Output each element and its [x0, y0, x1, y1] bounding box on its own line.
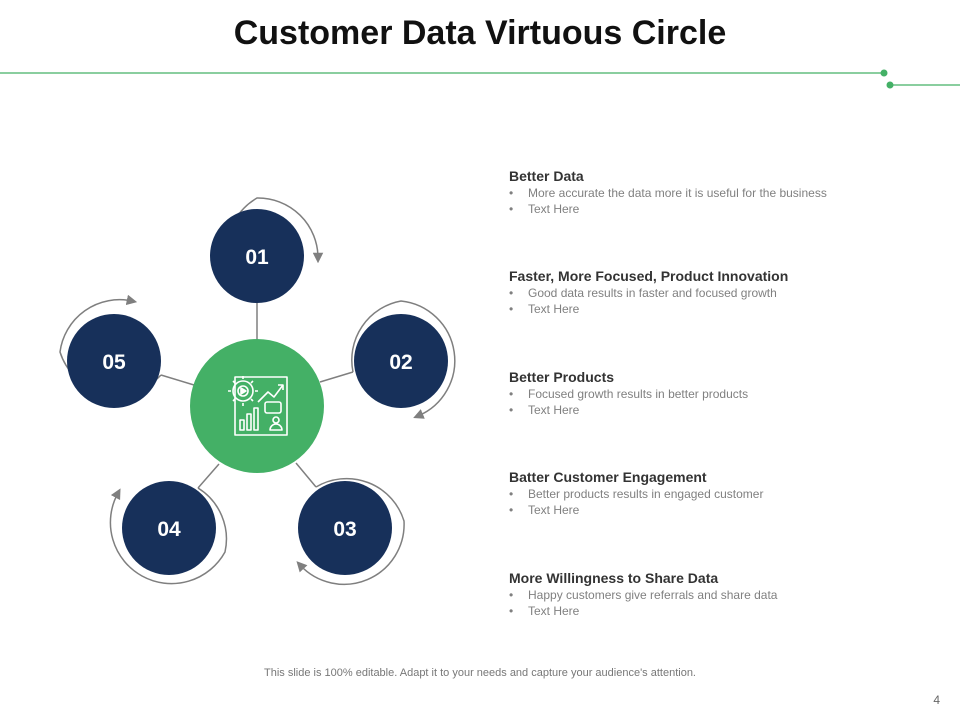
- step-item-04: Batter Customer Engagement Better produc…: [509, 469, 929, 518]
- spoke-05: [160, 374, 195, 386]
- icon-person-body: [269, 423, 283, 431]
- center-hub: [190, 339, 324, 473]
- step-bullet-01-b: Text Here: [509, 201, 929, 217]
- icon-play: [240, 387, 247, 395]
- center-circle: [190, 339, 324, 473]
- node-circle-03: [298, 481, 392, 575]
- step-bullet-01-a: More accurate the data more it is useful…: [509, 185, 929, 201]
- node-label-01: 01: [245, 246, 269, 269]
- step-bullet-04-b: Text Here: [509, 502, 929, 518]
- divider-dot-lower: [886, 81, 894, 89]
- icon-trend-arrow: [278, 384, 284, 390]
- node-label-02: 02: [389, 351, 412, 374]
- divider-dot-upper: [880, 69, 888, 77]
- step-item-02: Faster, More Focused, Product Innovation…: [509, 268, 929, 317]
- node-label-04: 04: [157, 518, 181, 541]
- step-item-01: Better Data More accurate the data more …: [509, 168, 929, 217]
- node-circle-04: [122, 481, 216, 575]
- icon-bar-3: [253, 407, 259, 431]
- step-title-03: Better Products: [509, 369, 615, 385]
- arc-arrow-02: [351, 300, 456, 419]
- node-circle-05: [67, 314, 161, 408]
- icon-chat-bubble: [264, 401, 282, 414]
- slide-title: Customer Data Virtuous Circle: [233, 14, 727, 52]
- step-title-01: Better Data: [509, 168, 584, 184]
- slide-footer-note: This slide is 100% editable. Adapt it to…: [264, 667, 696, 679]
- node-02: 02: [354, 314, 448, 408]
- step-item-03: Better Products Focused growth results i…: [509, 369, 929, 418]
- step-bullet-02-b: Text Here: [509, 301, 929, 317]
- spoke-03: [295, 462, 317, 488]
- icon-trend-line: [257, 384, 284, 403]
- node-04: 04: [122, 481, 216, 575]
- connector-spokes: [160, 302, 354, 489]
- icon-bar-2: [246, 413, 252, 431]
- node-03: 03: [298, 481, 392, 575]
- node-05: 05: [67, 314, 161, 408]
- step-bullet-05-b: Text Here: [509, 603, 929, 619]
- virtuous-circle-diagram: 01 02 03 04 05: [59, 197, 456, 586]
- step-bullet-03-b: Text Here: [509, 402, 929, 418]
- page-number: 4: [933, 693, 940, 707]
- spoke-04: [197, 463, 220, 489]
- node-label-05: 05: [102, 351, 126, 374]
- step-bullet-05-a: Happy customers give referrals and share…: [509, 587, 929, 603]
- arc-arrow-04: [109, 487, 228, 585]
- node-label-03: 03: [333, 518, 356, 541]
- step-bullet-03-a: Focused growth results in better product…: [509, 386, 929, 402]
- icon-person-head: [272, 416, 280, 424]
- icon-gear-hub: [237, 385, 249, 397]
- icon-gear-teeth: [228, 376, 258, 406]
- node-01: 01: [210, 209, 304, 303]
- step-title-04: Batter Customer Engagement: [509, 469, 707, 485]
- icon-bar-1: [239, 419, 245, 431]
- step-title-02: Faster, More Focused, Product Innovation: [509, 268, 789, 284]
- step-title-05: More Willingness to Share Data: [509, 570, 719, 586]
- spoke-02: [319, 371, 354, 383]
- icon-frame: [234, 376, 288, 436]
- arc-arrow-03: [296, 477, 405, 586]
- node-circle-01: [210, 209, 304, 303]
- icon-gear-ring: [232, 380, 254, 402]
- node-circle-02: [354, 314, 448, 408]
- analytics-gear-chart-icon: [228, 376, 288, 436]
- step-bullet-04-a: Better products results in engaged custo…: [509, 486, 929, 502]
- step-item-05: More Willingness to Share Data Happy cus…: [509, 570, 929, 619]
- step-bullet-02-a: Good data results in faster and focused …: [509, 285, 929, 301]
- title-divider: [0, 69, 960, 89]
